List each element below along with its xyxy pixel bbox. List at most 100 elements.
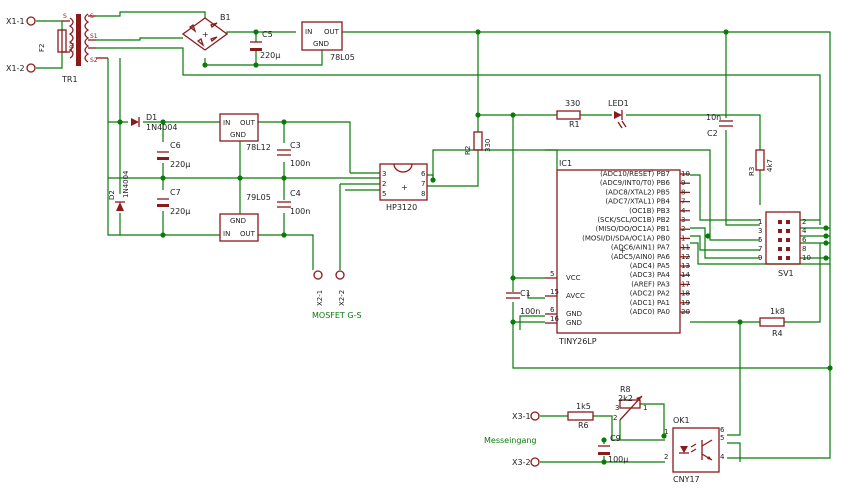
ok1-pin-5: 5	[720, 434, 724, 442]
ic1-pin-number: 17	[681, 280, 690, 288]
ic1-pin-number: 14	[681, 271, 690, 279]
terminal-x1-1: X1-1	[6, 16, 36, 26]
regulator-79l05: GND IN OUT 79L05	[219, 193, 271, 242]
ic1-pin-label: (ADC6/AIN1) PA7	[611, 244, 670, 252]
hp-pin-3: 3	[382, 170, 386, 178]
wires	[36, 11, 831, 463]
r8-pin-2: 2	[613, 414, 617, 422]
reg3-out: OUT	[240, 230, 256, 238]
c2-value: 10n	[706, 113, 721, 122]
potentiometer-r8: R8 2k2 3 2 1	[613, 385, 647, 422]
c9-value: 100µ	[608, 455, 628, 464]
reg3-in: IN	[223, 230, 230, 238]
capacitor-c9: C9 100µ	[598, 434, 628, 464]
terminal-x2-1-label: X2-1	[316, 290, 324, 306]
ic1-left-pin-label: GND	[566, 319, 582, 327]
reg3-gnd: GND	[230, 217, 246, 225]
sv1-pin-number: 6	[802, 236, 807, 244]
ic1-left-pin-number: 16	[550, 315, 559, 323]
ic1-left-pin-label: VCC	[566, 274, 581, 282]
reg2-gnd: GND	[230, 131, 246, 139]
sv1-pin-number: 3	[758, 227, 762, 235]
d2-label: D2	[108, 190, 116, 200]
r8-pin-3: 3	[615, 404, 619, 412]
regulator-78l12: IN OUT GND 78L12	[219, 113, 271, 152]
c3-value: 100n	[290, 159, 310, 168]
r2-value: 330	[484, 139, 492, 152]
ic1-pin-label: (ADC1) PA1	[630, 299, 670, 307]
ic1-pin-label: (ADC4) PA5	[630, 262, 670, 270]
bridge-label: B1	[220, 13, 231, 22]
hp-pin-8: 8	[421, 190, 425, 198]
sv1-label: SV1	[778, 269, 794, 278]
reg1-gnd: GND	[313, 40, 329, 48]
terminal-x3-1: X3-1	[512, 411, 540, 421]
ic1-pin-label: (ADC5/AIN0) PA6	[611, 253, 671, 261]
sv1-pin-number: 2	[802, 218, 806, 226]
r6-label: R6	[578, 421, 589, 430]
c3-label: C3	[290, 141, 301, 150]
resistor-r1: 330 R1	[556, 99, 581, 129]
c4-label: C4	[290, 189, 301, 198]
sv1-pin-number: 10	[802, 254, 811, 262]
ic1-pin-label: (AREF) PA3	[631, 280, 670, 288]
resistor-r4: 1k8 R4	[759, 307, 785, 338]
ic1-pin-number: 12	[681, 253, 690, 261]
ic1-pin-label: (ADC2) PA2	[630, 290, 670, 298]
ic1-pin-number: 9	[681, 179, 685, 187]
led-led1: LED1	[608, 99, 629, 129]
diode-d1: D1 1N4004	[131, 113, 177, 132]
sv1-pin	[778, 238, 782, 242]
ic1-pin-number: 4	[681, 207, 686, 215]
ic1-pin-label: (OC1B) PB3	[629, 207, 670, 215]
sv1-pin-number: 4	[802, 227, 807, 235]
sv1-pin-number: 5	[758, 236, 762, 244]
capacitor-c7: C7 220µ	[157, 188, 190, 216]
ic1-pin-number: 19	[681, 299, 690, 307]
r6-value: 1k5	[576, 402, 591, 411]
reg2-in: IN	[223, 119, 230, 127]
terminal-x3-1-label: X3-1	[512, 412, 531, 421]
ok1-pin-4: 4	[720, 453, 725, 461]
ok1-pin-2: 2	[664, 453, 668, 461]
terminal-x2-1: X2-1	[313, 270, 324, 306]
ic1-pin-label: (ADC8/XTAL2) PB5	[605, 188, 670, 196]
sv1-pin-number: 7	[758, 245, 762, 253]
ic1-pin-label: (ADC0) PA0	[630, 308, 670, 316]
capacitor-c4: C4 100n	[277, 189, 310, 216]
capacitor-c6: C6 220µ	[157, 141, 190, 169]
c6-label: C6	[170, 141, 181, 150]
c6-value: 220µ	[170, 160, 190, 169]
sv1-pin	[778, 256, 782, 260]
fuse-f2-label: F2	[38, 44, 46, 52]
r8-label: R8	[620, 385, 631, 394]
c5-value: 220µ	[260, 51, 280, 60]
ic1-pin-number: 2	[681, 225, 685, 233]
terminal-x2-2: X2-2	[335, 270, 346, 306]
reg2-out: OUT	[240, 119, 256, 127]
c7-label: C7	[170, 188, 181, 197]
reg3-name: 79L05	[246, 193, 271, 202]
d1-value: 1N4004	[146, 123, 177, 132]
ic1-pin-number: 13	[681, 262, 690, 270]
transformer-label: TR1	[61, 75, 78, 84]
reg2-name: 78L12	[246, 143, 271, 152]
ic1-pin-label: (ADC10/RESET) PB7	[600, 170, 670, 178]
capacitor-c1: C1 100n	[506, 289, 540, 316]
ic1-pin-label: (SCK/SCL/OC1B) PB2	[597, 216, 670, 224]
capacitor-c2: 10n C2	[706, 113, 733, 138]
tr-pin-2: S	[90, 13, 94, 20]
hp-pin-7: 7	[421, 180, 425, 188]
c1-label: C1	[520, 289, 531, 298]
ic1-plus: +	[619, 246, 626, 255]
tr-pin-1: S	[63, 13, 67, 20]
junctions	[117, 29, 833, 465]
hp-pin-6: 6	[421, 170, 426, 178]
regulator-78l05-top: IN OUT GND 78L05	[301, 21, 355, 62]
ok1-label: OK1	[673, 416, 690, 425]
ok1-pin-1: 1	[664, 428, 668, 436]
ic1-left-pin-number: 15	[550, 288, 559, 296]
ok1-pin-6: 6	[720, 426, 725, 434]
